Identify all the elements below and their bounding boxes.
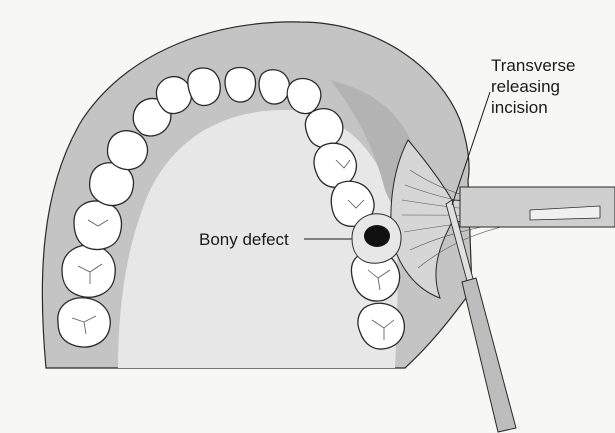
tooth (155, 75, 193, 115)
transverse-incision-label: Transverse releasing incision (491, 55, 575, 118)
tooth (88, 162, 135, 207)
tooth-fissures (71, 159, 395, 340)
tooth (224, 66, 257, 103)
transverse-label-line-1: Transverse (491, 56, 576, 75)
tooth (73, 200, 123, 251)
transverse-leader-line (451, 91, 491, 206)
bony-defect-label: Bony defect (199, 230, 289, 249)
tooth (286, 77, 322, 115)
retractor-tip (529, 205, 601, 221)
scalpel-handle (461, 277, 517, 433)
transverse-label-line-3: incision (491, 98, 548, 117)
transverse-label-line-2: releasing (491, 77, 560, 96)
bony-defect-hole (364, 225, 390, 247)
tooth (258, 69, 291, 105)
tooth (304, 107, 344, 149)
tooth (106, 130, 149, 171)
tooth (187, 67, 221, 107)
